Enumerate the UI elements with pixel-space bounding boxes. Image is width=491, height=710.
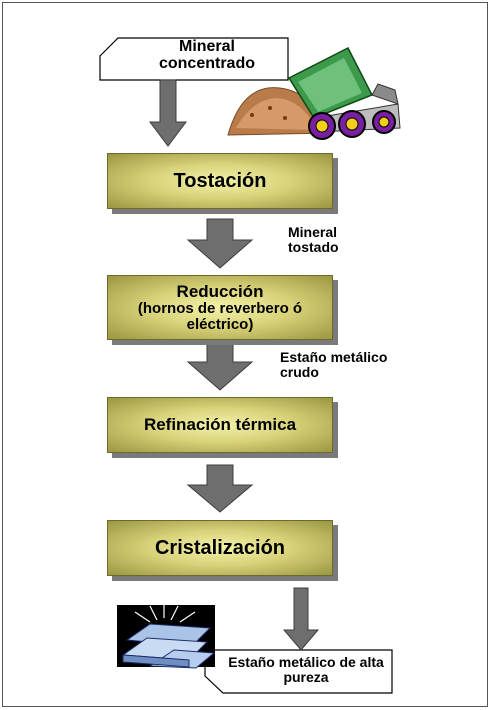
dump-truck-icon (227, 46, 401, 140)
arrow-stage3-to-stage4 (186, 464, 254, 513)
arrow-stage2-to-stage3 (186, 341, 254, 391)
stage-refinacion: Refinación térmica (107, 397, 333, 453)
stage-title: Cristalización (154, 536, 286, 559)
arrow-input-to-stage1 (149, 79, 187, 147)
stage-title: Reducción (176, 281, 264, 301)
input-label: Mineral concentrado (158, 38, 255, 72)
stage-tostacion: Tostación (107, 153, 333, 209)
intermediate-label-2: Estaño metálico crudo (280, 349, 388, 380)
tin-ingots-icon (117, 605, 216, 669)
stage-title: Tostación (173, 169, 267, 192)
arrow-stage4-to-output (282, 587, 320, 651)
output-label: Estaño metálico de alta pureza (228, 654, 384, 685)
output-document-shape (204, 649, 393, 694)
arrow-stage1-to-stage2 (186, 218, 254, 269)
stage-subtitle: (hornos de reverbero ó eléctrico) (137, 299, 303, 333)
stage-cristalizacion: Cristalización (107, 520, 333, 576)
input-document-shape (99, 37, 289, 81)
stage-reduccion: Reducción (hornos de reverbero ó eléctri… (107, 275, 333, 340)
intermediate-label-1: Mineral tostado (288, 224, 339, 255)
stage-title: Refinación térmica (143, 415, 297, 434)
